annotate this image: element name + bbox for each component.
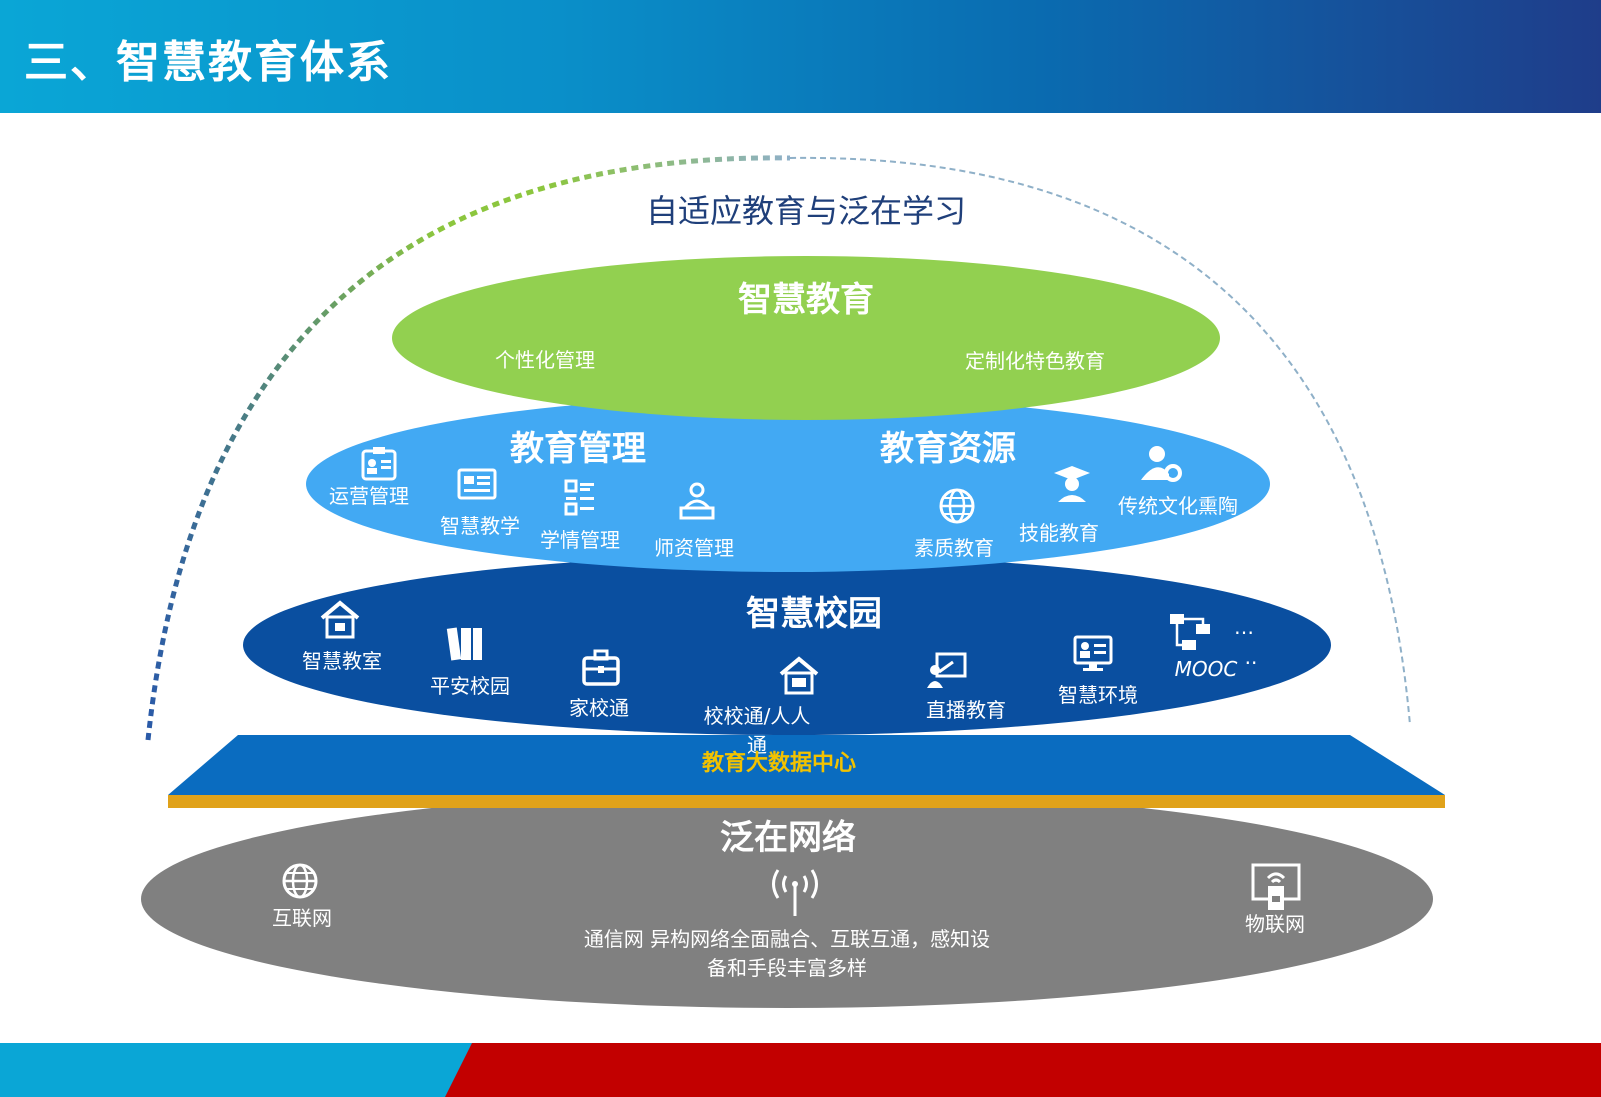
resources-title: 教育资源 xyxy=(880,429,1016,469)
data-center-platform xyxy=(168,735,1445,795)
item-home-school: 家校通 xyxy=(569,696,629,720)
user-gear-icon xyxy=(1139,444,1183,484)
item-operations: 运营管理 xyxy=(329,484,409,508)
internet-label: 互联网 xyxy=(272,906,332,930)
antenna-icon xyxy=(765,866,825,918)
footer-bar-red xyxy=(445,1043,1601,1097)
globe-icon xyxy=(278,861,322,901)
adaptive-learning-arc xyxy=(145,155,791,741)
management-resources-layer xyxy=(306,396,1270,572)
graduate-icon xyxy=(1050,464,1094,504)
page-title: 三、智慧教育体系 xyxy=(24,37,392,88)
smart-campus-layer xyxy=(243,555,1331,735)
network-title: 泛在网络 xyxy=(720,818,856,858)
globe-icon xyxy=(935,486,979,526)
item-smart-teaching: 智慧教学 xyxy=(440,514,520,538)
list-icon xyxy=(558,477,602,517)
item-teacher-management: 师资管理 xyxy=(654,536,734,560)
item-smart-classroom: 智慧教室 xyxy=(302,649,382,673)
arc-label: 自适应教育与泛在学习 xyxy=(645,192,967,230)
item-school-connect: 校校通/人人通 xyxy=(703,704,811,757)
item-live-education: 直播教育 xyxy=(926,698,1006,722)
smart-education-title: 智慧教育 xyxy=(738,280,874,320)
header-bar: 三、智慧教育体系 xyxy=(0,0,1601,113)
iot-label: 物联网 xyxy=(1245,912,1305,936)
item-quality-education: 素质教育 xyxy=(914,536,994,560)
house-icon xyxy=(318,600,362,640)
item-mooc: MOOC xyxy=(1174,657,1238,681)
item-safe-campus: 平安校园 xyxy=(430,674,510,698)
mooc-dots: ·· xyxy=(1244,651,1258,675)
personalized-management-label: 个性化管理 xyxy=(495,348,595,372)
monitor-people-icon xyxy=(1071,634,1115,674)
smart-education-layer xyxy=(392,256,1220,420)
network-layer xyxy=(141,790,1433,1008)
management-title: 教育管理 xyxy=(510,429,646,469)
briefcase-icon xyxy=(579,648,623,688)
item-traditional-culture: 传统文化熏陶 xyxy=(1118,494,1238,518)
telecom-label: 通信网 异构网络全面融合、互联互通，感知设备和手段丰富多样 xyxy=(583,927,991,980)
house-monitor-icon xyxy=(777,656,821,696)
item-learning-status: 学情管理 xyxy=(540,528,620,552)
adaptive-learning-arc-right xyxy=(789,156,1411,726)
item-smart-environment: 智慧环境 xyxy=(1058,683,1138,707)
smart-campus-title: 智慧校园 xyxy=(746,594,882,634)
custom-education-label: 定制化特色教育 xyxy=(965,349,1105,373)
iot-device-icon xyxy=(1250,862,1302,912)
campus-ellipsis: … xyxy=(1234,615,1254,639)
data-center-edge xyxy=(168,795,1445,808)
news-panel-icon xyxy=(455,464,499,504)
presentation-icon xyxy=(925,650,969,690)
teacher-icon xyxy=(675,482,719,522)
books-icon xyxy=(443,624,487,664)
item-skill-education: 技能教育 xyxy=(1019,521,1099,545)
id-card-icon xyxy=(357,445,401,485)
network-icon xyxy=(1168,612,1212,652)
data-center-label: 教育大数据中心 xyxy=(701,751,857,776)
